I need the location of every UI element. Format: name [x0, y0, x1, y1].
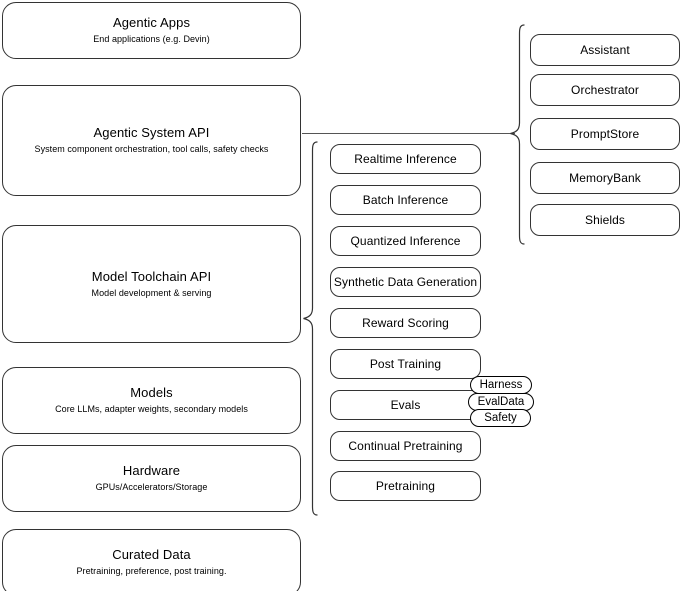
chip-batch-inference[interactable]: Batch Inference — [330, 185, 481, 215]
model-toolchain-brace — [302, 140, 318, 520]
chip-memorybank[interactable]: MemoryBank — [530, 162, 680, 194]
layer-subtitle: GPUs/Accelerators/Storage — [95, 482, 208, 492]
pill-label: EvalData — [477, 396, 525, 408]
layer-agentic-apps[interactable]: Agentic Apps End applications (e.g. Devi… — [2, 2, 301, 59]
layer-title: Agentic Apps — [112, 15, 191, 30]
layer-title: Curated Data — [112, 547, 191, 562]
chip-shields[interactable]: Shields — [530, 204, 680, 236]
layer-subtitle: Model development & serving — [91, 287, 212, 298]
pill-label: Harness — [479, 379, 523, 391]
chip-label: Post Training — [369, 357, 442, 371]
chip-reward-scoring[interactable]: Reward Scoring — [330, 308, 481, 338]
layer-models[interactable]: Models Core LLMs, adapter weights, secon… — [2, 367, 301, 434]
chip-realtime-inference[interactable]: Realtime Inference — [330, 144, 481, 174]
chip-label: MemoryBank — [569, 171, 641, 185]
chip-label: Quantized Inference — [350, 234, 461, 248]
chip-pretraining[interactable]: Pretraining — [330, 471, 481, 501]
chip-label: Synthetic Data Generation — [333, 275, 478, 289]
layer-subtitle: System component orchestration, tool cal… — [34, 144, 269, 154]
layer-agentic-system-api[interactable]: Agentic System API System component orch… — [2, 85, 301, 196]
chip-label: Batch Inference — [362, 193, 449, 207]
chip-synthetic-data-generation[interactable]: Synthetic Data Generation — [330, 267, 481, 297]
layer-subtitle: End applications (e.g. Devin) — [93, 34, 210, 44]
chip-label: Reward Scoring — [362, 316, 449, 330]
layer-subtitle: Core LLMs, adapter weights, secondary mo… — [55, 404, 248, 414]
layer-title: Models — [130, 385, 173, 400]
agentic-system-api-connector — [302, 133, 515, 135]
chip-label: PromptStore — [570, 127, 640, 141]
layer-hardware[interactable]: Hardware GPUs/Accelerators/Storage — [2, 445, 301, 512]
chip-orchestrator[interactable]: Orchestrator — [530, 74, 680, 106]
chip-label: Evals — [390, 398, 421, 412]
agentic-system-brace — [507, 23, 525, 249]
chip-evals[interactable]: Evals — [330, 390, 481, 420]
layer-curated-data[interactable]: Curated Data Pretraining, preference, po… — [2, 529, 301, 591]
pill-label: Safety — [484, 412, 517, 424]
chip-label: Continual Pretraining — [348, 439, 463, 453]
layer-subtitle: Pretraining, preference, post training. — [76, 566, 227, 576]
chip-label: Orchestrator — [571, 83, 639, 97]
pill-harness[interactable]: Harness — [470, 376, 532, 394]
layer-title: Hardware — [122, 463, 181, 478]
chip-label: Pretraining — [375, 479, 436, 493]
chip-label: Realtime Inference — [354, 152, 457, 166]
layer-title: Agentic System API — [93, 125, 210, 140]
layer-title: Model Toolchain API — [91, 268, 212, 284]
layer-model-toolchain-api[interactable]: Model Toolchain API Model development & … — [2, 225, 301, 343]
chip-promptstore[interactable]: PromptStore — [530, 118, 680, 150]
chip-label: Shields — [584, 213, 626, 227]
chip-post-training[interactable]: Post Training — [330, 349, 481, 379]
chip-continual-pretraining[interactable]: Continual Pretraining — [330, 431, 481, 461]
pill-safety[interactable]: Safety — [470, 409, 531, 427]
chip-assistant[interactable]: Assistant — [530, 34, 680, 66]
chip-quantized-inference[interactable]: Quantized Inference — [330, 226, 481, 256]
chip-label: Assistant — [580, 43, 630, 57]
